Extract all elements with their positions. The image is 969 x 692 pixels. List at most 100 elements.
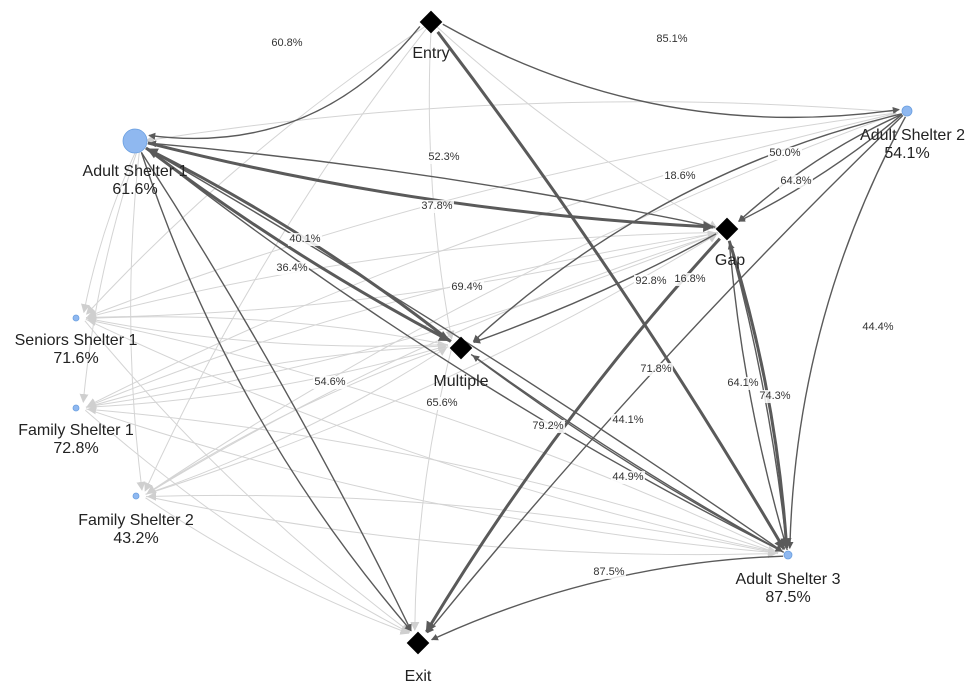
edge-label-bg — [768, 147, 802, 160]
edge-multiple-to-exit — [410, 348, 452, 631]
node-label: Adult Shelter 1 — [83, 163, 188, 180]
node-as2[interactable]: Adult Shelter 254.1% — [860, 105, 965, 162]
edge-as2-to-as1 — [145, 101, 897, 144]
edge-entry-to-multiple — [428, 25, 455, 340]
edge-labels-layer: 60.8%85.1%52.3%37.8%40.1%36.4%54.6%69.4%… — [270, 33, 895, 579]
node-label: Seniors Shelter 1 — [15, 332, 138, 349]
edge-label: 65.6% — [426, 397, 457, 409]
edge-fs2-to-exit — [145, 497, 410, 635]
diamond-icon — [419, 10, 443, 34]
edge-label: 52.3% — [428, 151, 459, 163]
edge-as1-to-fs1 — [79, 144, 140, 404]
edge-label: 16.8% — [674, 273, 705, 285]
edge-as3-to-fs1 — [86, 405, 779, 554]
edge-label-bg — [592, 566, 626, 579]
diamond-icon — [449, 336, 473, 360]
edge-as1-to-fs2 — [130, 144, 146, 491]
diamond-icon — [715, 217, 739, 241]
circle-node-icon — [122, 128, 148, 154]
edge-label-bg — [726, 377, 760, 390]
circle-node-icon — [901, 105, 913, 117]
node-fs2[interactable]: Family Shelter 243.2% — [78, 492, 194, 547]
circle-node-icon — [72, 314, 80, 322]
edge-label: 54.6% — [314, 376, 345, 388]
edge-label-bg — [450, 281, 484, 294]
edge-label: 37.8% — [421, 200, 452, 212]
edge-gap-to-as1 — [149, 140, 716, 228]
edge-label: 79.2% — [532, 420, 563, 432]
node-percent: 43.2% — [113, 530, 158, 547]
node-fs1[interactable]: Family Shelter 172.8% — [18, 404, 134, 457]
edge-label-bg — [425, 397, 459, 410]
node-as3[interactable]: Adult Shelter 387.5% — [736, 550, 841, 606]
edge-label-bg — [275, 262, 309, 275]
edge-gap-to-fs1 — [86, 232, 719, 408]
edge-label-bg — [420, 200, 454, 213]
node-label: Family Shelter 2 — [78, 512, 194, 529]
edge-as3-to-fs2 — [147, 491, 779, 555]
node-percent: 54.1% — [884, 145, 929, 162]
edge-label: 71.8% — [640, 363, 671, 375]
circle-node-icon — [72, 404, 80, 412]
edge-entry-to-as3 — [436, 31, 786, 551]
edge-fs1-to-as3 — [85, 408, 778, 557]
node-label: Gap — [715, 252, 745, 269]
light-edges-layer — [79, 23, 897, 635]
node-percent: 61.6% — [112, 181, 157, 198]
node-exit[interactable]: Exit — [405, 631, 432, 685]
edge-as3-to-ss1 — [86, 317, 779, 554]
edge-gap-to-as3 — [728, 240, 789, 549]
edge-label-bg — [427, 151, 461, 164]
edge-fs1-to-exit — [84, 409, 410, 634]
edge-ss1-to-multiple — [85, 317, 447, 350]
node-ss1[interactable]: Seniors Shelter 171.6% — [15, 314, 138, 367]
edge-fs2-to-gap — [145, 234, 718, 495]
node-percent: 72.8% — [53, 440, 98, 457]
edge-entry-to-gap — [433, 23, 718, 229]
edge-fs1-to-multiple — [85, 343, 447, 408]
node-multiple[interactable]: Multiple — [433, 336, 489, 390]
edge-entry-to-fs2 — [144, 25, 430, 492]
edge-fs1-to-gap — [85, 232, 718, 408]
edge-label: 64.8% — [780, 175, 811, 187]
edge-label: 44.4% — [862, 321, 893, 333]
edge-ss1-to-as3 — [85, 318, 778, 555]
edge-fs2-to-multiple — [145, 347, 448, 495]
edge-as3-to-exit — [430, 555, 784, 641]
edge-multiple-to-fs1 — [87, 345, 449, 410]
edge-label: 85.1% — [656, 33, 687, 45]
edge-as1-to-multiple — [145, 146, 451, 342]
edge-label-bg — [313, 376, 347, 389]
edge-label-bg — [663, 170, 697, 183]
edge-label: 74.3% — [759, 390, 790, 402]
edge-as2-to-ss1 — [86, 112, 897, 318]
edge-as1-to-as3 — [145, 147, 783, 552]
edge-as1-to-ss1 — [81, 144, 140, 314]
edge-as2-to-gap — [738, 113, 903, 222]
edge-as1-to-exit — [140, 151, 412, 632]
edge-ss1-to-gap — [85, 230, 717, 318]
edge-label: 50.0% — [769, 147, 800, 159]
edge-label: 44.1% — [612, 414, 643, 426]
edge-label-bg — [531, 420, 565, 433]
circle-node-icon — [132, 492, 140, 500]
edge-label: 44.9% — [612, 471, 643, 483]
edge-as3-to-multiple — [472, 354, 785, 553]
edge-gap-to-exit — [425, 237, 721, 633]
edge-label: 18.6% — [664, 170, 695, 182]
edge-label-bg — [611, 471, 645, 484]
node-percent: 87.5% — [765, 589, 810, 606]
node-as1[interactable]: Adult Shelter 161.6% — [83, 128, 188, 198]
edge-label-bg — [758, 390, 792, 403]
node-label: Family Shelter 1 — [18, 422, 134, 439]
edge-label-bg — [861, 321, 895, 334]
circle-node-icon — [783, 550, 793, 560]
edge-label: 40.1% — [289, 233, 320, 245]
edge-as2-to-fs2 — [146, 113, 897, 494]
edge-multiple-to-as3 — [470, 353, 783, 552]
edge-label: 87.5% — [593, 566, 624, 578]
dark-edges-layer — [140, 23, 907, 641]
node-label: Adult Shelter 2 — [860, 127, 965, 144]
edge-gap-to-ss1 — [87, 232, 719, 320]
